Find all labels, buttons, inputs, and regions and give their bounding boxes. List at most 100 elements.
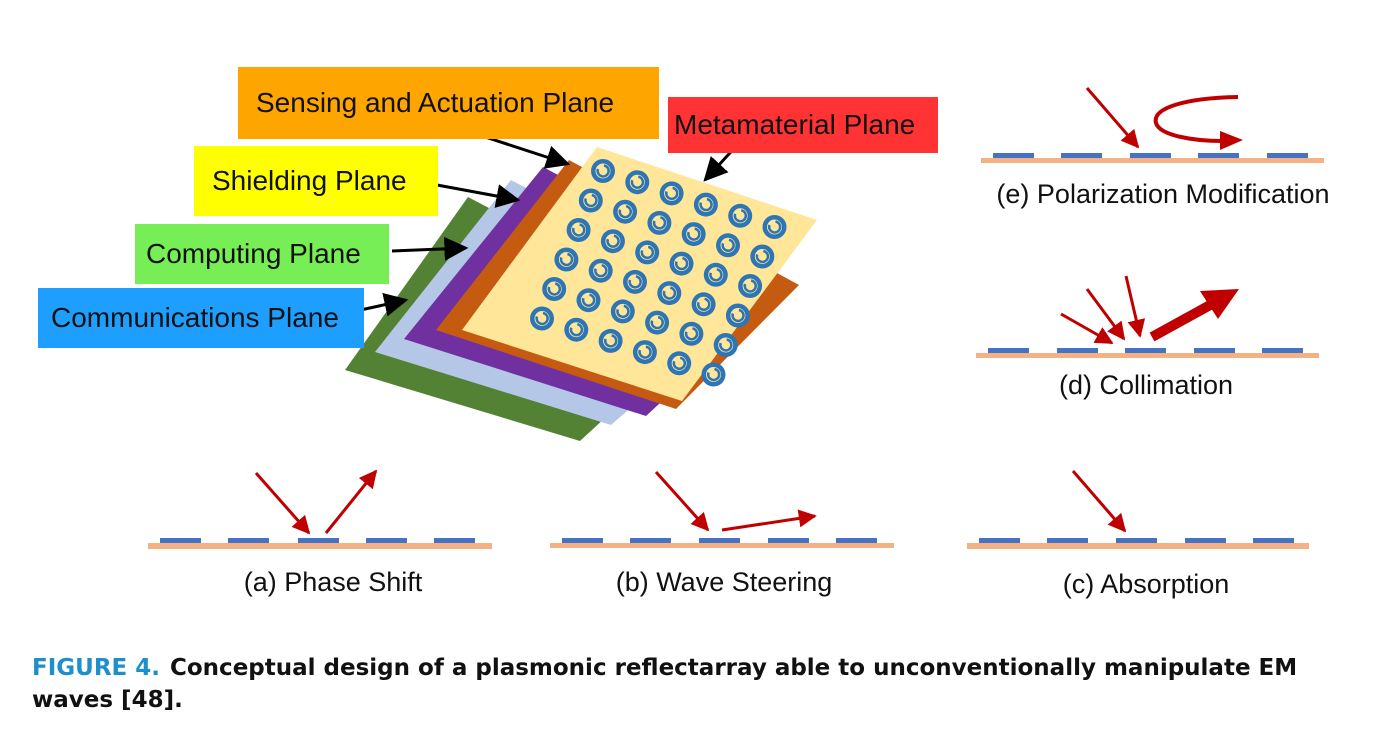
unit-cell-split-ring — [672, 356, 687, 370]
panel-c-element — [1116, 538, 1157, 543]
panel-c-element — [1047, 538, 1088, 543]
panel-b-steered-arrow — [721, 509, 817, 532]
unit-cell-split-ring — [581, 293, 596, 307]
panel-b-element — [699, 538, 740, 543]
panel-d-incident-arrow-1 — [1060, 312, 1114, 345]
panel-c-incident-arrow — [1071, 470, 1127, 533]
panel-a-element — [160, 538, 201, 543]
panel-e-substrate — [981, 158, 1324, 163]
unit-cell-split-ring — [665, 186, 679, 201]
panel-e-element — [993, 153, 1034, 158]
panel-d-diagram — [976, 275, 1319, 358]
unit-cell-split-ring — [572, 223, 586, 237]
unit-cell-split-ring — [699, 197, 713, 212]
shielding-plane-text: Shielding Plane — [212, 165, 407, 196]
unit-cell-split-ring — [618, 204, 632, 219]
panel-e-diagram — [981, 87, 1324, 163]
reflectarray-illustration — [148, 87, 1324, 549]
panel-c-substrate — [967, 543, 1309, 549]
metamaterial-plane-label: Metamaterial Plane — [668, 97, 938, 153]
computing-plane-text: Computing Plane — [146, 238, 361, 269]
unit-cell-split-ring — [743, 279, 757, 293]
panel-d-collimated-head — [1200, 289, 1239, 319]
panel-a-element — [434, 538, 475, 543]
panel-e-element — [1061, 153, 1102, 158]
unit-cell-split-ring — [721, 238, 735, 252]
computing-plane-label: Computing Plane — [135, 224, 389, 284]
unit-cell-split-ring — [606, 234, 620, 248]
unit-cell-split-ring — [709, 268, 723, 282]
unit-cell-split-ring — [594, 263, 608, 278]
unit-cell-grid — [530, 159, 787, 387]
figure-area: Sensing and Actuation Plane Metamaterial… — [38, 67, 1330, 599]
unit-cell-split-ring — [755, 249, 770, 264]
figure-caption: FIGURE 4.Conceptual design of a plasmoni… — [32, 652, 1362, 716]
panel-e-incident-arrow — [1085, 87, 1140, 149]
panel-d-element — [1262, 348, 1303, 353]
panel-d-element — [1057, 348, 1098, 353]
unit-cell-split-ring — [719, 338, 733, 352]
unit-cell-split-ring — [652, 216, 667, 230]
panel-d-element — [988, 348, 1029, 353]
unit-cell-split-ring — [596, 164, 610, 178]
unit-cell-split-ring — [535, 311, 549, 326]
panel-d-incident-arrow-2 — [1085, 288, 1126, 341]
panel-a-incident-arrow — [254, 472, 311, 535]
unit-cell-split-ring — [684, 327, 699, 341]
panel-e-rotation-arrowhead — [1220, 131, 1243, 150]
panel-a-reflected-arrow — [324, 469, 378, 534]
panel-a-diagram — [148, 469, 492, 549]
panel-d-label: (d) Collimation — [1058, 370, 1234, 400]
computing-pointer — [391, 236, 469, 261]
panel-d-substrate — [976, 353, 1319, 358]
panel-d-element — [1125, 348, 1166, 353]
figure-number: FIGURE 4. — [32, 655, 160, 681]
communications-plane-label: Communications Plane — [38, 288, 364, 348]
panel-a-element — [298, 538, 339, 543]
unit-cell-split-ring — [630, 175, 645, 189]
panel-d-collimated-shaft — [1149, 299, 1215, 342]
panel-c-element — [1185, 538, 1226, 543]
communications-plane-text: Communications Plane — [51, 302, 339, 333]
unit-cell-split-ring — [650, 315, 664, 330]
unit-cell-split-ring — [733, 209, 748, 223]
panel-b-incident-arrow — [654, 470, 710, 532]
panel-b-element — [768, 538, 809, 543]
unit-cell-split-ring — [628, 275, 642, 289]
shielding-pointer — [436, 183, 521, 208]
sensing-plane-label: Sensing and Actuation Plane — [238, 67, 659, 139]
panel-a-substrate — [148, 543, 492, 549]
shielding-plane-label: Shielding Plane — [194, 146, 438, 216]
unit-cell-split-ring — [662, 286, 677, 300]
panel-c-label: (c) Absorption — [1062, 569, 1230, 599]
communications-pointer — [355, 292, 409, 317]
panel-c-element — [979, 538, 1020, 543]
metamaterial-plane-text: Metamaterial Plane — [674, 109, 916, 140]
unit-cell-split-ring — [547, 282, 562, 296]
unit-cell-split-ring — [687, 227, 701, 241]
panel-e-element — [1130, 153, 1171, 158]
unit-cell-split-ring — [767, 220, 782, 234]
unit-cell-split-ring — [706, 367, 721, 382]
panel-c-diagram — [967, 470, 1309, 549]
panel-e-element — [1198, 153, 1239, 158]
panel-d-element — [1194, 348, 1235, 353]
panel-b-diagram — [550, 470, 894, 548]
panel-a-element — [366, 538, 407, 543]
panel-b-element — [630, 538, 671, 543]
panel-a-label: (a) Phase Shift — [243, 567, 423, 597]
panel-b-element — [836, 538, 877, 543]
panel-d-incident-arrow-3 — [1124, 275, 1146, 338]
unit-cell-split-ring — [604, 334, 618, 348]
panel-a-element — [228, 538, 269, 543]
unit-cell-split-ring — [569, 322, 584, 337]
panel-b-substrate — [550, 543, 894, 548]
panel-e-label: (e) Polarization Modification — [996, 179, 1330, 209]
unit-cell-split-ring — [697, 297, 711, 311]
unit-cell-split-ring — [638, 345, 652, 359]
panel-e-element — [1267, 153, 1308, 158]
unit-cell-split-ring — [674, 256, 689, 271]
panel-c-element — [1253, 538, 1294, 543]
unit-cell-split-ring — [559, 252, 574, 267]
panel-b-label: (b) Wave Steering — [615, 567, 833, 597]
